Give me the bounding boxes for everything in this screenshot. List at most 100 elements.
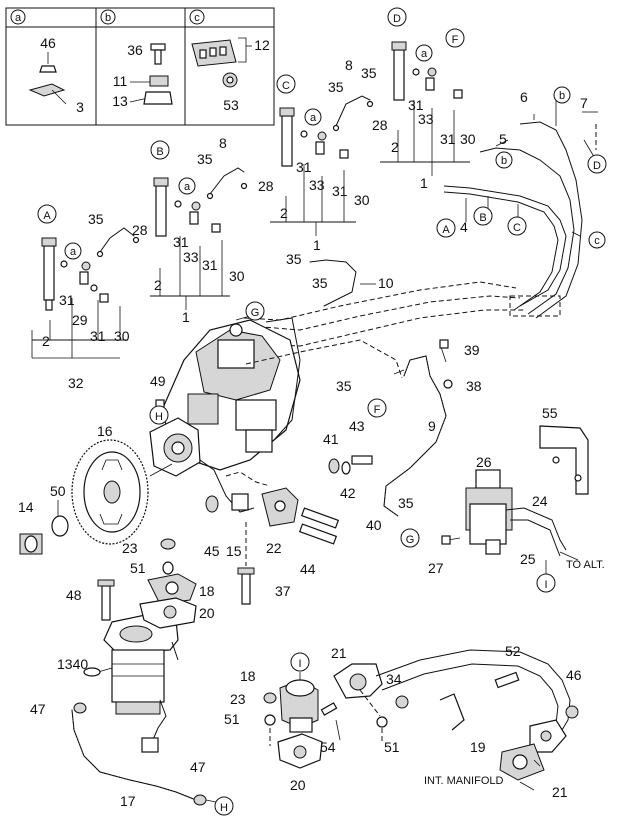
marker-D-upper: D [393, 13, 401, 25]
part-number: 2 [391, 139, 399, 155]
part-number: 14 [18, 499, 34, 515]
marker-a-2: a [184, 181, 191, 193]
marker-H-hose: H [220, 802, 228, 814]
part-number: 30 [229, 268, 245, 284]
marker-A-upper: A [43, 210, 51, 222]
part-number: 35 [286, 251, 302, 267]
part-number: 34 [386, 671, 402, 687]
part-number: 51 [384, 739, 400, 755]
part-number: 54 [320, 739, 336, 755]
marker-a-1: a [70, 246, 77, 258]
marker-F-hose: F [374, 404, 381, 416]
part-number: 29 [72, 312, 88, 328]
part-number: 28 [132, 222, 148, 238]
part-number: 19 [470, 739, 486, 755]
marker-a-4: a [421, 48, 428, 60]
part-number: 33 [418, 111, 434, 127]
part-number: 30 [114, 328, 130, 344]
part-number: 9 [428, 418, 436, 434]
part-number: 1340 [57, 656, 88, 672]
part-number: 22 [266, 540, 282, 556]
part-number: 28 [258, 178, 274, 194]
pump-bracket-parts [205, 455, 373, 545]
part-number: 26 [476, 454, 492, 470]
marker-I-egr: I [298, 658, 301, 670]
part-number: 18 [240, 668, 256, 684]
part-number: 8 [345, 57, 353, 73]
legend-b-11: 11 [113, 73, 128, 89]
part-number: 35 [88, 211, 104, 227]
legend-a-46: 46 [40, 35, 56, 51]
legend-b-36: 36 [127, 42, 143, 58]
part-number: 51 [224, 711, 240, 727]
bracket-part [28, 83, 66, 97]
injector-group-b [150, 167, 248, 310]
injector-group-d [380, 41, 470, 176]
part-number: 51 [130, 560, 146, 576]
part-number: 4 [460, 219, 468, 235]
legend-table: a b c 46 3 36 11 13 12 53 [5, 7, 275, 126]
part-number: 31 [90, 328, 106, 344]
part-number: 52 [505, 643, 521, 659]
part-number: 17 [120, 793, 136, 809]
injection-pump [149, 315, 301, 513]
part-number: 23 [230, 691, 246, 707]
marker-H-pump: H [155, 411, 163, 423]
part-number: 2 [154, 277, 162, 293]
part-number: 45 [204, 543, 220, 559]
part-number: 40 [366, 517, 382, 533]
part-number: 33 [309, 177, 325, 193]
marker-B-lower: B [479, 212, 486, 224]
part-number: 43 [349, 418, 365, 434]
part-number: 8 [219, 135, 227, 151]
marker-C-lower: C [513, 222, 521, 234]
part-number: 39 [464, 342, 480, 358]
part-number: 35 [197, 151, 213, 167]
part-numbers: 46 28 2 31 33 31 30 35 8 35 6 7 5 1 4 28… [18, 57, 588, 809]
part-number: 35 [336, 378, 352, 394]
part-number: 38 [466, 378, 482, 394]
note-intake-manifold: INT. MANIFOLD [424, 775, 504, 787]
part-number: 31 [408, 97, 424, 113]
part-number: 44 [300, 561, 316, 577]
part-number: 16 [97, 423, 113, 439]
part-number: 31 [332, 183, 348, 199]
part-number: 24 [532, 493, 548, 509]
part-number: 35 [361, 65, 377, 81]
part-number: 21 [552, 784, 568, 800]
part-number: 31 [59, 292, 75, 308]
legend-header-a: a [15, 12, 22, 24]
marker-G-pump: G [251, 307, 260, 319]
part-number: 35 [312, 275, 328, 291]
marker-circles: A a B a C a D a F b b c B C D A G H F G … [37, 7, 607, 816]
marker-G-hose: G [406, 534, 415, 546]
legend-a-3: 3 [76, 99, 84, 115]
egr-pipe [333, 649, 579, 781]
part-number: 31 [202, 257, 218, 273]
marker-c: c [594, 235, 600, 247]
part-number: 7 [580, 95, 588, 111]
part-number: 5 [499, 131, 507, 147]
part-number: 18 [199, 583, 215, 599]
part-number: 41 [323, 431, 339, 447]
part-number: 48 [66, 587, 82, 603]
part-number: 30 [354, 192, 370, 208]
marker-A-lower: A [442, 224, 450, 236]
injection-pipes [443, 98, 598, 319]
part-number: 25 [520, 551, 536, 567]
part-number: 2 [280, 205, 288, 221]
marker-D-lower: D [593, 160, 601, 172]
fuel-hose [245, 339, 453, 517]
part-number: 27 [428, 560, 444, 576]
marker-a-3: a [310, 112, 317, 124]
marker-b-1: b [501, 155, 507, 167]
egr-valve-lower [263, 672, 341, 769]
marker-B-upper: B [156, 146, 163, 158]
part-number: 23 [122, 540, 138, 556]
part-number: 21 [331, 645, 347, 661]
return-hose [243, 259, 524, 347]
part-number: 35 [398, 495, 414, 511]
part-number: 20 [290, 777, 306, 793]
part-number: 49 [150, 373, 166, 389]
